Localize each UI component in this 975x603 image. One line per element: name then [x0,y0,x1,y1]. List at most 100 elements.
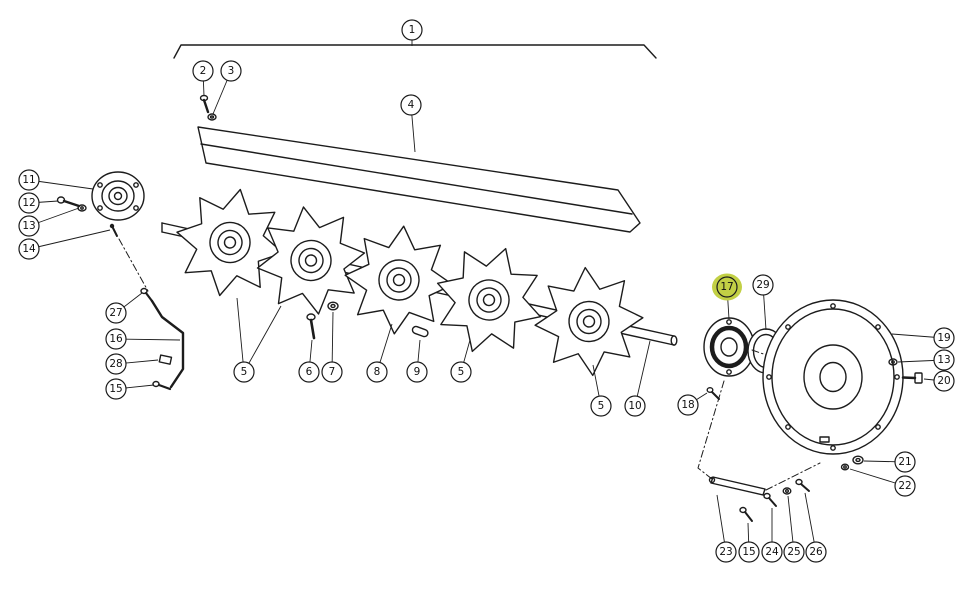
cover-sheet [197,126,641,233]
callout-number: 20 [937,375,950,387]
leader-line-16 [115,338,181,341]
linkage-fasteners [739,478,810,522]
callout-4[interactable]: 4 [400,94,422,116]
wheel-fasteners [306,301,429,340]
leader-lines [28,30,945,553]
callout-number: 14 [22,243,36,255]
callout-21[interactable]: 21 [894,451,916,473]
callout-23[interactable]: 23 [715,541,737,563]
leader-line-5a [243,305,282,373]
callout-12[interactable]: 12 [18,192,40,214]
callout-circle [192,60,214,82]
callout-number: 12 [22,197,35,209]
callout-number: 25 [787,546,800,558]
bearing-flange-left [91,171,145,221]
callout-9[interactable]: 9 [406,361,428,383]
callout-number: 29 [756,279,769,291]
callout-number: 18 [681,399,694,411]
callout-number: 13 [22,220,35,232]
callout-number: 5 [241,366,248,378]
callout-number: 5 [598,400,605,412]
tine-wheel-3 [339,220,459,340]
disc-nut-washer [840,455,864,471]
callout-circle [18,238,40,260]
callout-circle [933,327,955,349]
callout-8[interactable]: 8 [366,361,388,383]
callout-circle [894,451,916,473]
callout-number: 6 [306,366,313,378]
callout-circle [366,361,388,383]
callout-number: 26 [809,546,823,558]
callout-circle [18,169,40,191]
callout-6[interactable]: 6 [298,361,320,383]
flange-fasteners-left [56,196,118,237]
leader-line-10 [634,340,651,407]
support-strip [140,287,185,391]
callout-15a[interactable]: 15 [105,378,127,400]
callout-number: 11 [22,174,35,186]
callout-circle [18,192,40,214]
callout-27[interactable]: 27 [105,302,127,324]
callout-25[interactable]: 25 [783,541,805,563]
callout-circle [321,361,343,383]
callout-14[interactable]: 14 [18,238,40,260]
leader-line-5a [236,297,245,373]
centerline-left [118,238,149,292]
callout-1[interactable]: 1 [401,19,423,41]
callout-circle [18,215,40,237]
callout-5c[interactable]: 5 [590,395,612,417]
artwork [56,44,923,522]
callout-circle [400,94,422,116]
callout-7[interactable]: 7 [321,361,343,383]
callout-24[interactable]: 24 [761,541,783,563]
callout-5b[interactable]: 5 [450,361,472,383]
callout-13a[interactable]: 13 [18,215,40,237]
callout-28[interactable]: 28 [105,353,127,375]
callout-15b[interactable]: 15 [738,541,760,563]
callout-circle [752,274,774,296]
callout-26[interactable]: 26 [805,541,827,563]
span-bracket [173,44,657,59]
callout-11[interactable]: 11 [18,169,40,191]
callout-17[interactable]: 17 [712,273,742,301]
callout-circle [590,395,612,417]
callout-number: 17 [720,281,733,293]
callout-circle [738,541,760,563]
callout-number: 3 [228,65,235,77]
callout-number: 16 [109,333,123,345]
linkage-rod [708,476,766,496]
callout-3[interactable]: 3 [220,60,242,82]
callout-circle [401,19,423,41]
callout-circle [105,302,127,324]
centerline-linkage [697,380,725,480]
callout-13b[interactable]: 13 [933,349,955,371]
leader-line-11 [28,179,94,190]
callout-number: 22 [898,480,911,492]
callout-number: 15 [109,383,122,395]
callout-circle [406,361,428,383]
callout-circle [715,541,737,563]
callout-circle [933,349,955,371]
callout-number: 23 [719,546,732,558]
callout-10[interactable]: 10 [624,395,646,417]
callout-circle [716,276,738,298]
callout-circle [298,361,320,383]
callout-22[interactable]: 22 [894,475,916,497]
callout-number: 4 [408,99,415,111]
callout-29[interactable]: 29 [752,274,774,296]
callout-19[interactable]: 19 [933,327,955,349]
drive-disc [762,299,904,455]
callout-18[interactable]: 18 [677,394,699,416]
callout-number: 7 [329,366,336,378]
callout-2[interactable]: 2 [192,60,214,82]
callout-number: 28 [109,358,122,370]
callout-circle [233,361,255,383]
callout-circle [783,541,805,563]
cover-bolt-washer [199,94,217,121]
callout-20[interactable]: 20 [933,370,955,392]
callout-16[interactable]: 16 [105,328,127,350]
callout-5a[interactable]: 5 [233,361,255,383]
callout-number: 1 [409,24,416,36]
